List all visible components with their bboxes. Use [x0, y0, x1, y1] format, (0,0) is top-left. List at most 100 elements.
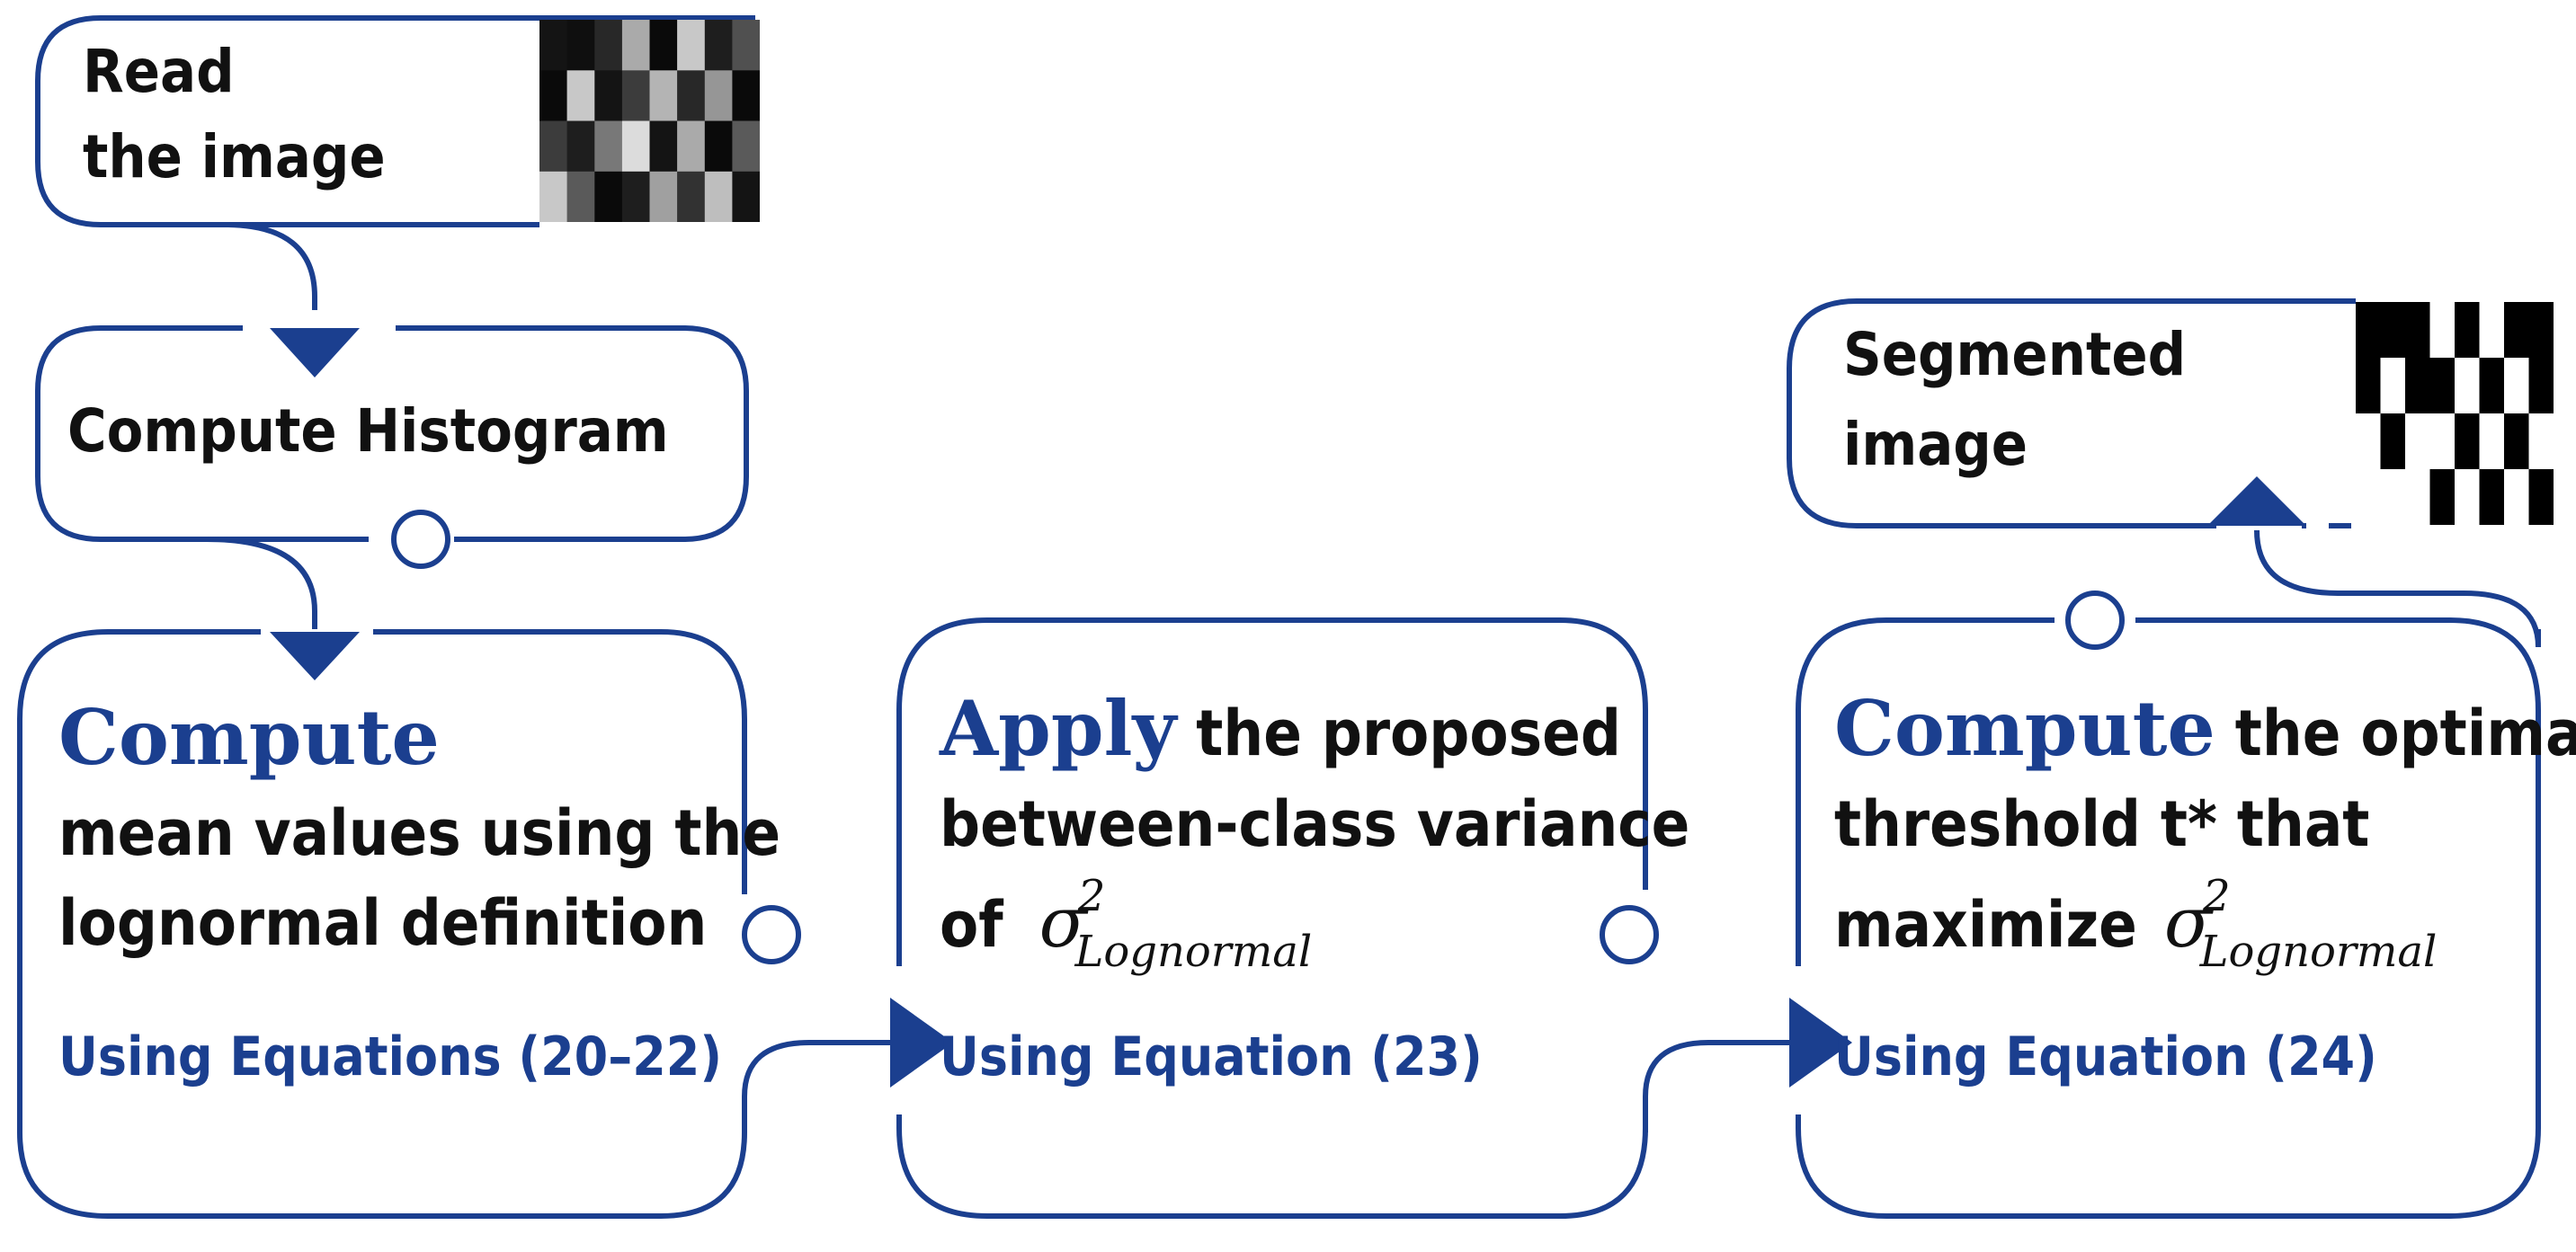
image-pixel-block: [2504, 302, 2529, 359]
image-pixel-block: [594, 20, 623, 71]
image-pixel-block: [2356, 358, 2381, 414]
image-pixel-block: [2455, 358, 2480, 414]
optimal-lead: Compute: [1834, 684, 2215, 773]
image-pixel-block: [2429, 413, 2456, 470]
image-pixel-block: [704, 120, 733, 173]
mean-lead: Compute: [58, 693, 440, 782]
image-pixel-block: [704, 20, 733, 71]
sigma-lognormal-symbol-2: σ2Lognormal: [2163, 871, 2438, 977]
box-histogram-outline: [35, 325, 749, 542]
image-pixel-block: [677, 70, 706, 122]
histogram-label: Compute Histogram: [67, 396, 669, 466]
optimal-rest: the optimal: [2215, 697, 2576, 770]
box-mean-outline: [17, 629, 747, 1219]
connector-mean-to-apply: [742, 1040, 890, 1132]
segmented-line1: Segmented: [1843, 320, 2187, 389]
image-pixel-block: [704, 171, 733, 223]
segmented-line2: image: [1843, 410, 2028, 479]
image-pixel-block: [594, 120, 623, 173]
read-label-line2: the image: [83, 122, 386, 191]
image-pixel-block: [2528, 469, 2554, 526]
image-pixel-block: [2405, 413, 2430, 470]
image-pixel-block: [2455, 413, 2480, 470]
connector-apply-to-optimal: [1643, 1040, 1789, 1132]
image-pixel-block: [566, 120, 595, 173]
box-optimal-outline: [1796, 617, 2541, 1219]
optimal-line1: threshold t* that: [1834, 787, 2370, 861]
image-pixel-block: [594, 171, 623, 223]
optimal-equation: Using Equation (24): [1834, 1026, 2377, 1088]
image-pixel-block: [2479, 358, 2505, 414]
connector-node-mean: [742, 905, 801, 964]
image-pixel-block: [2504, 413, 2529, 470]
arrow-head-histogram: [270, 328, 360, 377]
optimal-line2-prefix: maximize: [1834, 888, 2137, 962]
image-pixel-block: [677, 20, 706, 71]
apply-lead: Apply: [940, 684, 1177, 773]
arrow-head-segmented: [2207, 476, 2306, 526]
image-pixel-block: [2380, 469, 2406, 526]
connector-node-histogram: [391, 510, 450, 569]
image-pixel-block: [2380, 358, 2406, 414]
image-pixel-block: [539, 171, 568, 223]
image-pixel-block: [2356, 413, 2381, 470]
image-pixel-block: [2380, 413, 2406, 470]
connector-node-optimal: [2065, 590, 2125, 650]
image-pixel-block: [2380, 302, 2406, 359]
image-pixel-block: [2479, 302, 2505, 359]
image-pixel-block: [2405, 469, 2430, 526]
image-pixel-block: [732, 120, 761, 173]
optimal-line0: Compute the optimal: [1834, 683, 2576, 775]
mean-line1: mean values using the: [58, 796, 781, 870]
image-pixel-block: [2429, 469, 2456, 526]
image-pixel-block: [649, 120, 678, 173]
image-pixel-block: [539, 20, 568, 71]
box-read-outline: [35, 15, 755, 227]
image-pixel-block: [2455, 469, 2480, 526]
segmented-image-canvas: [2356, 302, 2554, 526]
image-pixel-block: [539, 120, 568, 173]
image-pixel-block: [621, 20, 650, 71]
image-pixel-block: [649, 70, 678, 122]
arrow-head-apply: [890, 998, 953, 1088]
image-pixel-block: [2504, 358, 2529, 414]
image-pixel-block: [2504, 469, 2529, 526]
image-pixel-block: [732, 171, 761, 223]
image-pixel-block: [2528, 358, 2554, 414]
image-pixel-block: [732, 20, 761, 71]
connector-node-apply: [1600, 905, 1659, 964]
image-pixel-block: [2356, 302, 2381, 359]
image-pixel-block: [649, 20, 678, 71]
sigma-lognormal-symbol: σ2Lognormal: [1038, 871, 1313, 977]
apply-rest: the proposed: [1176, 697, 1621, 770]
image-pixel-block: [649, 171, 678, 223]
image-pixel-block: [2479, 469, 2505, 526]
segmented-image-thumbnail: [2356, 302, 2554, 526]
connector-histogram-to-mean: [206, 537, 317, 629]
arrow-head-mean: [270, 632, 360, 680]
read-label-line1: Read: [83, 37, 235, 106]
image-pixel-block: [621, 171, 650, 223]
image-pixel-block: [566, 70, 595, 122]
arrow-head-optimal: [1789, 998, 1852, 1088]
input-image-canvas: [539, 20, 761, 223]
image-pixel-block: [2429, 302, 2456, 359]
apply-line1: between-class variance: [940, 787, 1690, 861]
image-pixel-block: [621, 70, 650, 122]
image-pixel-block: [539, 70, 568, 122]
image-pixel-block: [677, 171, 706, 223]
image-pixel-block: [594, 70, 623, 122]
image-pixel-block: [2405, 358, 2430, 414]
image-pixel-block: [2429, 358, 2456, 414]
image-pixel-block: [566, 171, 595, 223]
image-pixel-block: [677, 120, 706, 173]
input-image-thumbnail: [539, 20, 761, 223]
connector-optimal-to-segmented: [2254, 529, 2541, 648]
box-segmented-outline: [1787, 298, 2356, 528]
image-pixel-block: [566, 20, 595, 71]
image-pixel-block: [2455, 302, 2480, 359]
box-apply-outline: [896, 617, 1648, 1219]
mean-line2: lognormal definition: [58, 886, 708, 960]
image-pixel-block: [704, 70, 733, 122]
